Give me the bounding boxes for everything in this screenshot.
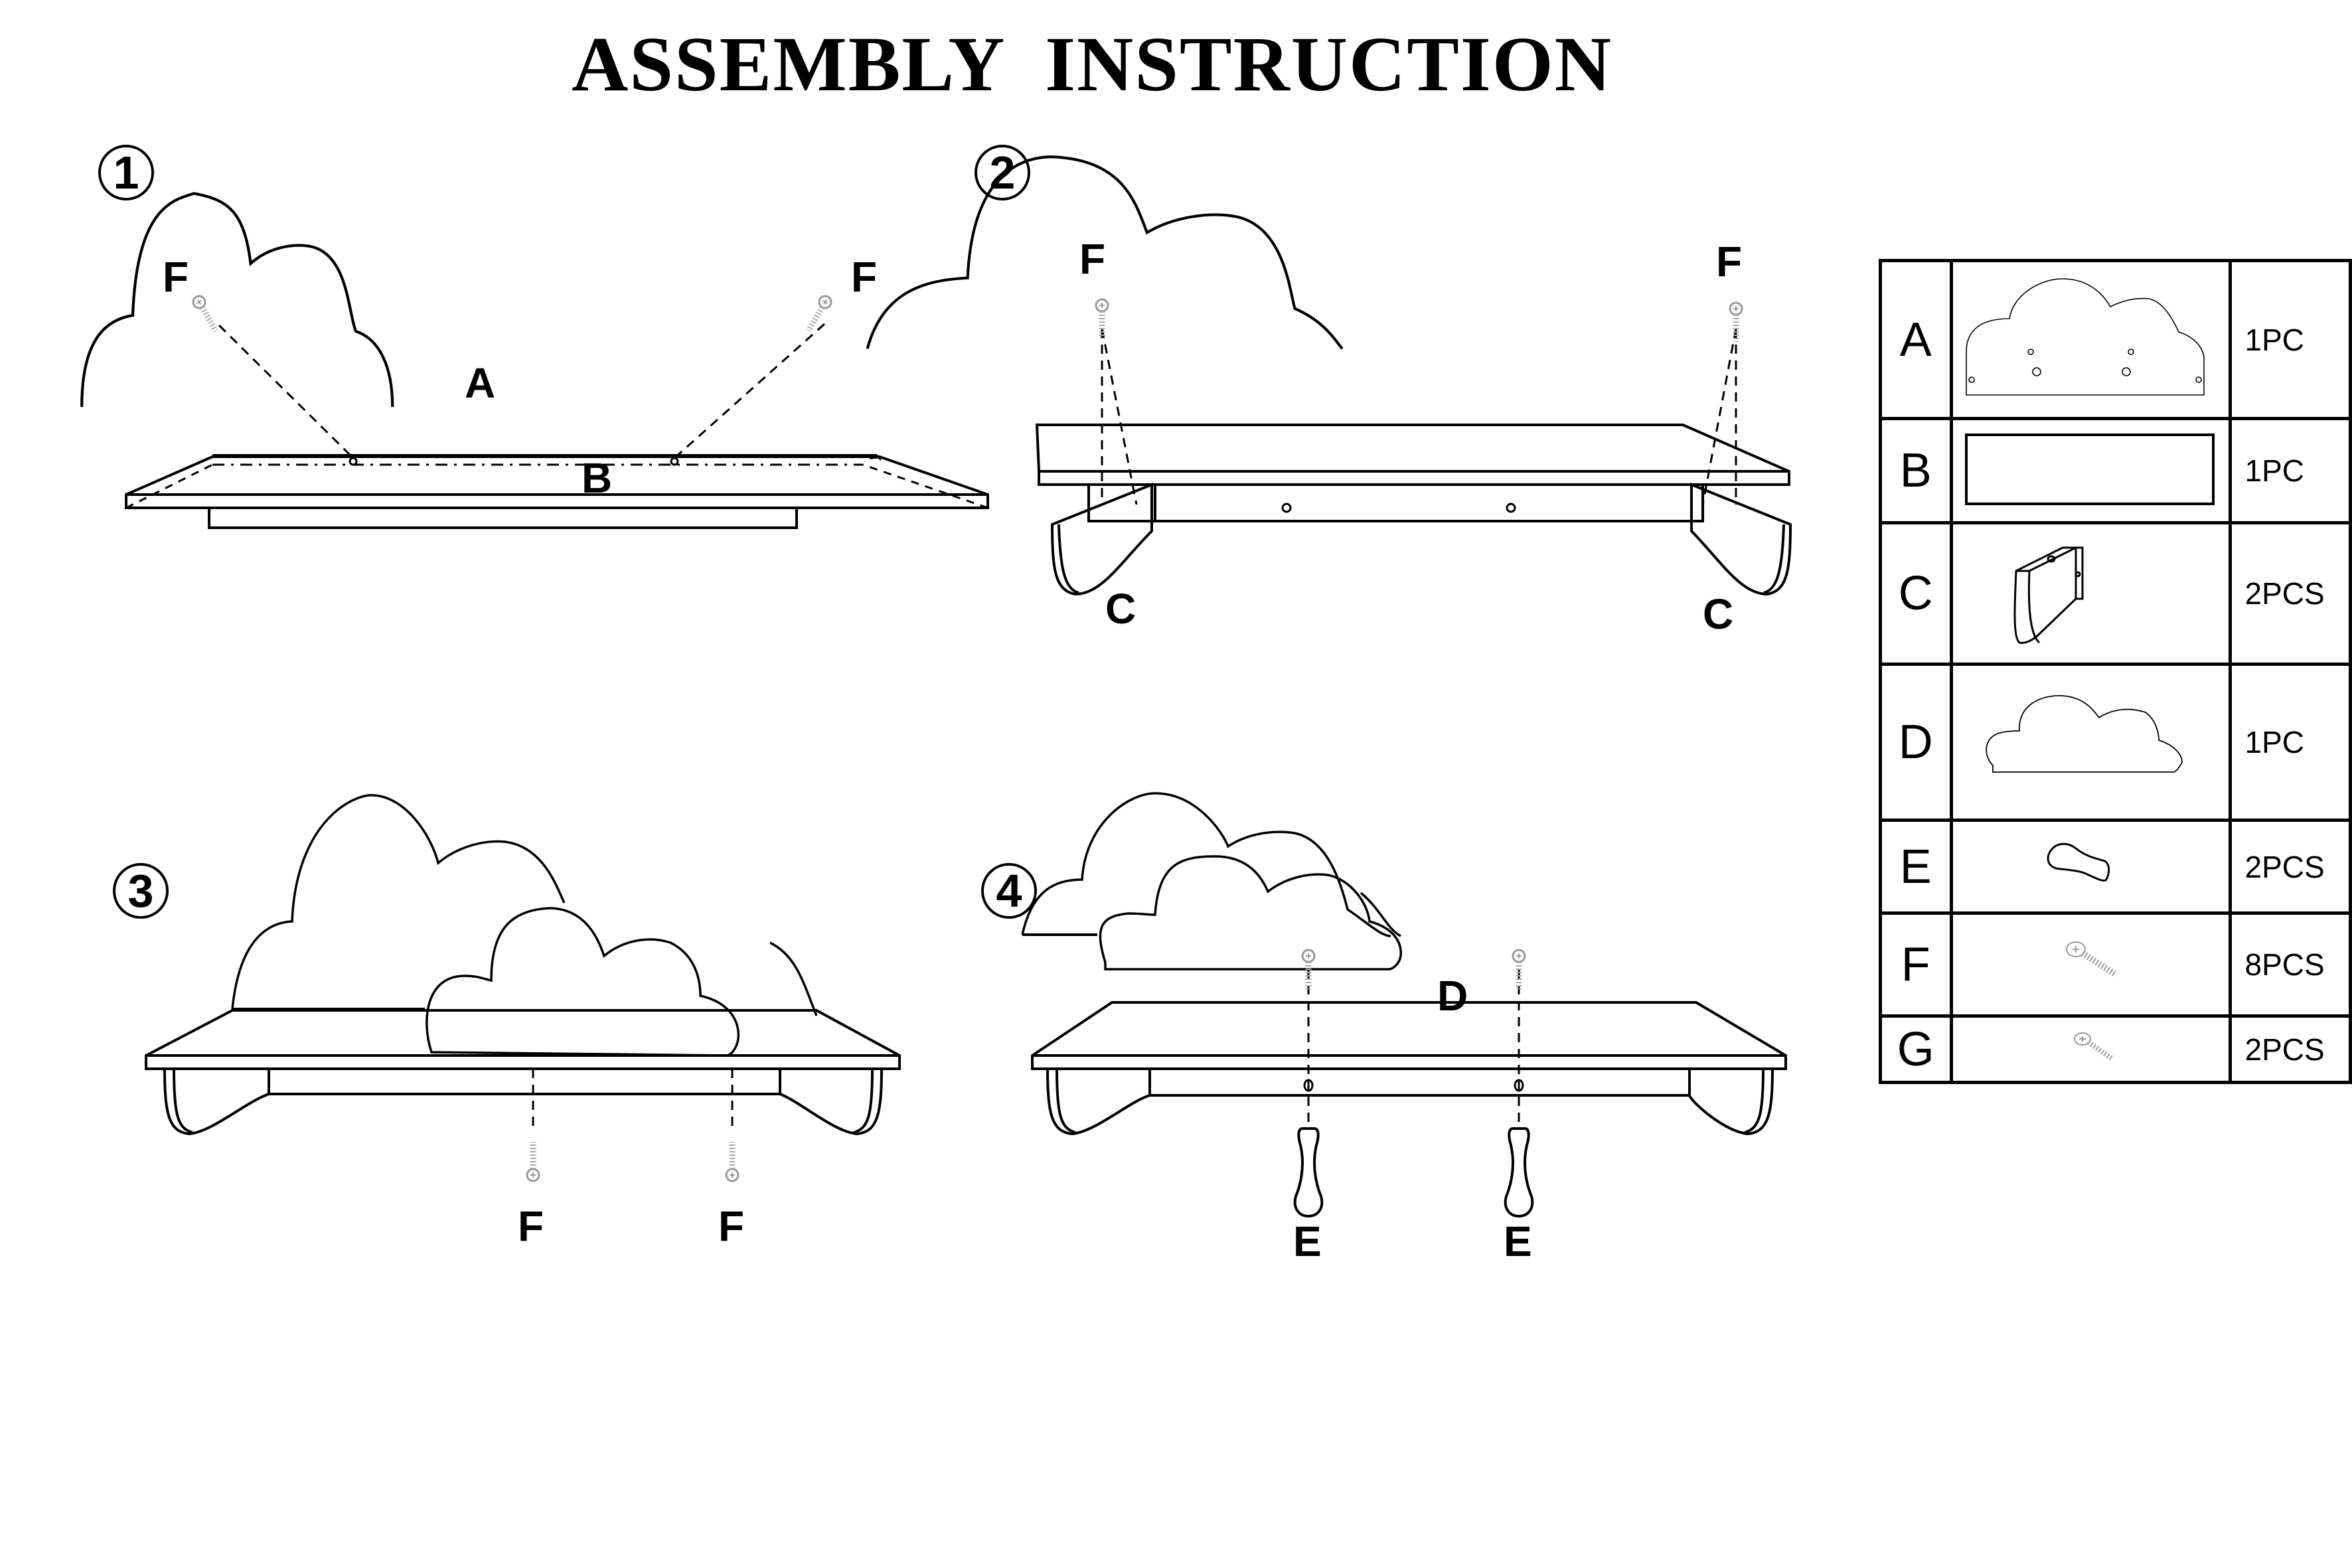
step-4-number: 4: [981, 863, 1037, 919]
part-letter: B: [1879, 417, 1953, 524]
parts-row: A 1PC: [1879, 259, 2352, 420]
shelf-board-icon: [1949, 417, 2232, 524]
parts-row: D 1PC: [1879, 663, 2352, 822]
step-2-diagram: [866, 155, 1792, 596]
part-letter: F: [1879, 911, 1953, 1018]
long-screw-icon: [1949, 911, 2232, 1018]
small-cloud-d: [1099, 855, 1402, 971]
parts-row: G 2PCS: [1879, 1014, 2352, 1084]
parts-row: E 2PCS: [1879, 819, 2352, 915]
bracket-c-right: [1690, 483, 1792, 596]
step-2-label-c-left: C: [1105, 585, 1137, 633]
part-quantity: 2PCS: [2228, 1014, 2352, 1084]
step-1-label-f-right: F: [851, 253, 878, 301]
parts-list-table: A 1PC B 1PC C 2PCS D: [1879, 259, 2352, 1084]
screw-icon: [1513, 950, 1525, 989]
part-letter: G: [1879, 1014, 1953, 1084]
step-4-label-e-left: E: [1293, 1217, 1322, 1265]
step-1-diagram: [80, 192, 989, 529]
part-letter: C: [1879, 521, 1953, 666]
small-cloud-d: [426, 907, 740, 1057]
screw-icon: [527, 1142, 539, 1181]
screw-icon: [803, 294, 833, 334]
part-quantity: 1PC: [2228, 259, 2352, 420]
step-2-number: 2: [975, 145, 1030, 200]
part-letter: E: [1879, 819, 1953, 915]
part-quantity: 1PC: [2228, 417, 2352, 524]
peg-hook-e: [1504, 1127, 1534, 1218]
page-title: ASSEMBLY INSTRUCTION: [572, 21, 1612, 108]
part-quantity: 2PCS: [2228, 819, 2352, 915]
bracket-icon: [1949, 521, 2232, 666]
step-1-label-b: B: [582, 454, 613, 502]
step-3-diagram: [145, 794, 901, 1181]
step-3-label-f-left: F: [518, 1202, 544, 1250]
step-4-diagram: [1021, 792, 1787, 1218]
step-4-label-e-right: E: [1504, 1217, 1532, 1265]
peg-hook-icon: [1949, 819, 2232, 915]
step-2-label-f-left: F: [1079, 235, 1106, 283]
step-1-label-f-left: F: [163, 253, 189, 301]
screw-icon: [191, 294, 221, 334]
step-3-label-f-right: F: [718, 1202, 745, 1250]
step-1-label-a: A: [465, 359, 496, 407]
step-4-label-d: D: [1437, 972, 1468, 1020]
part-quantity: 8PCS: [2228, 911, 2352, 1018]
part-letter: A: [1879, 259, 1953, 420]
step-2-label-c-right: C: [1703, 590, 1734, 638]
small-cloud-panel-icon: [1949, 663, 2232, 822]
parts-row: C 2PCS: [1879, 521, 2352, 666]
part-letter: D: [1879, 663, 1953, 822]
step-1-number: 1: [98, 145, 154, 200]
shelf-board-b: [125, 454, 989, 529]
parts-row: B 1PC: [1879, 417, 2352, 524]
cloud-panel-a: [80, 192, 394, 408]
parts-row: F 8PCS: [1879, 911, 2352, 1018]
cloud-back-panel-icon: [1949, 259, 2232, 420]
short-screw-icon: [1949, 1014, 2232, 1084]
part-quantity: 1PC: [2228, 663, 2352, 822]
step-3-number: 3: [113, 863, 169, 919]
bracket-c-left: [1050, 483, 1153, 596]
screw-icon: [726, 1142, 738, 1181]
part-quantity: 2PCS: [2228, 521, 2352, 666]
peg-hook-e: [1293, 1127, 1324, 1218]
step-2-label-f-right: F: [1716, 238, 1743, 285]
